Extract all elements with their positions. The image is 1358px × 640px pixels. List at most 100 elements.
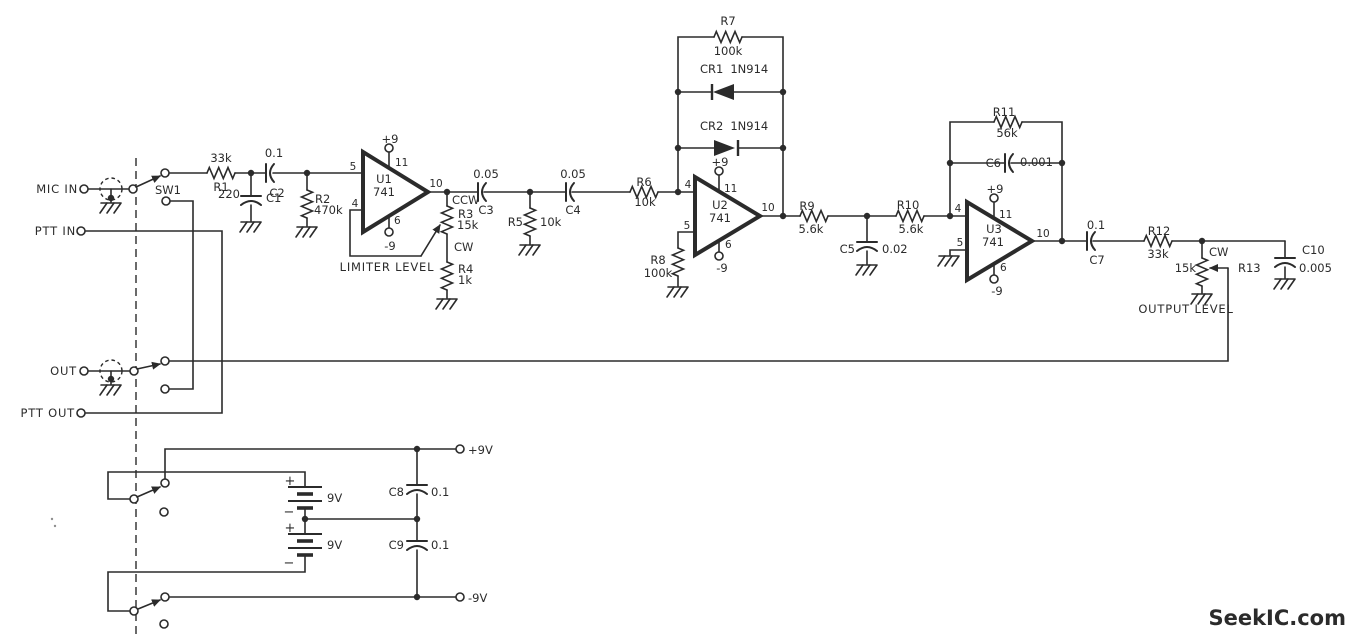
resistor-r5: R5 10k xyxy=(508,207,562,256)
cr2-value: 1N914 xyxy=(730,119,768,133)
out-label: OUT xyxy=(50,364,77,378)
ptt-in-terminal: PTT IN xyxy=(35,224,86,238)
u1-part: 741 xyxy=(373,185,395,199)
u2-pin-top: 4 xyxy=(685,179,692,191)
switch-contact xyxy=(160,168,170,178)
u3-pin-out: 10 xyxy=(1036,228,1049,240)
capacitor-c7: 0.1 C7 xyxy=(1086,218,1105,267)
switch-blade-icon xyxy=(135,175,161,188)
vminus-terminal xyxy=(989,274,999,284)
u3-part: 741 xyxy=(982,235,1004,249)
r13-cw-label: CW xyxy=(1209,245,1228,259)
r10-ref: R10 xyxy=(897,198,920,212)
resistor-r10: R10 5.6k xyxy=(895,198,925,236)
r1-value: 33k xyxy=(210,151,232,165)
u2-pin-vminus: 6 xyxy=(725,239,732,251)
c1-ref: C1 xyxy=(266,191,281,205)
mic-input-jack: MIC IN xyxy=(36,177,123,214)
terminal-circle xyxy=(76,408,86,418)
r3-value: 15k xyxy=(457,218,479,232)
terminal-circle xyxy=(76,226,86,236)
c7-value: 0.1 xyxy=(1087,218,1105,232)
switch-pole xyxy=(129,494,139,504)
opamp-u2: U2 741 4 5 11 6 10 +9 -9 xyxy=(684,155,775,275)
bt2-value: 9V xyxy=(327,538,342,552)
potentiometer-r3: CCW R3 15k CW LIMITER LEVEL xyxy=(340,193,480,274)
r4-ref: R4 xyxy=(458,262,473,276)
capacitor-c5: C5 0.02 xyxy=(840,241,908,276)
r4-value: 1k xyxy=(458,273,472,287)
switch-contact xyxy=(161,196,171,206)
r12-value: 33k xyxy=(1147,247,1169,261)
c6-value: 0.001 xyxy=(1020,155,1053,169)
c5-ref: C5 xyxy=(840,242,855,256)
u3-pin-vplus: 11 xyxy=(999,209,1012,221)
bt2-plus-sign: + xyxy=(285,521,296,536)
c3-ref: C3 xyxy=(478,203,493,217)
r13-value: 15k xyxy=(1175,261,1197,275)
switch-contact xyxy=(160,384,170,394)
limiter-level-label: LIMITER LEVEL xyxy=(340,260,435,274)
c10-value: 0.005 xyxy=(1299,261,1332,275)
switch-blade-icon xyxy=(136,361,161,370)
terminal-circle xyxy=(79,366,89,376)
resistor-r11: R11 56k xyxy=(993,105,1023,140)
c9-value: 0.1 xyxy=(431,538,449,552)
c9-ref: C9 xyxy=(389,538,404,552)
battery-bt1: + 9V − xyxy=(284,474,343,520)
resistor-r6: R6 10k xyxy=(629,175,659,209)
r8-value: 100k xyxy=(644,266,673,280)
switch-pole xyxy=(129,366,139,376)
shielded-connector-icon xyxy=(99,359,123,383)
u3-vminus-label: -9 xyxy=(991,284,1002,298)
u3-ref: U3 xyxy=(986,222,1002,236)
u1-pin-vplus: 11 xyxy=(395,157,408,169)
r5-value: 10k xyxy=(540,215,562,229)
capacitor-c3: 0.05 C3 xyxy=(473,167,499,217)
r2-ref: R2 xyxy=(315,192,330,206)
junction-dot xyxy=(107,375,115,383)
c5-value: 0.02 xyxy=(882,242,908,256)
output-level-label: OUTPUT LEVEL xyxy=(1138,302,1233,316)
r13-ref: R13 xyxy=(1238,261,1261,275)
c2-value: 0.1 xyxy=(265,146,283,160)
bt1-plus-sign: + xyxy=(285,474,296,489)
u2-vminus-label: -9 xyxy=(716,261,727,275)
resistor-r8: R8 100k xyxy=(644,247,689,298)
junction-dot xyxy=(107,194,115,202)
opamp-u3: U3 741 4 5 11 6 10 +9 -9 xyxy=(937,182,1050,298)
u1-vplus-label: +9 xyxy=(382,132,399,146)
plus9v-label: +9V xyxy=(468,443,493,457)
resistor-r2: R2 470k xyxy=(295,189,343,238)
capacitor-c8: C8 0.1 xyxy=(389,484,449,499)
r3-cw-label: CW xyxy=(454,240,473,254)
vminus-terminal xyxy=(714,251,724,261)
switch-contact xyxy=(159,507,169,517)
c3-value: 0.05 xyxy=(473,167,499,181)
ptt-in-label: PTT IN xyxy=(35,224,76,238)
c8-ref: C8 xyxy=(389,485,404,499)
vplus-terminal xyxy=(989,193,999,203)
bt1-minus-sign: − xyxy=(284,505,295,520)
u1-vminus-label: -9 xyxy=(384,239,395,253)
r1-ref: R1 xyxy=(213,180,228,194)
ptt-out-label: PTT OUT xyxy=(20,406,75,420)
r6-ref: R6 xyxy=(636,175,651,189)
c1-value: 220 xyxy=(218,187,240,201)
r8-ref: R8 xyxy=(650,253,665,267)
mic-in-label: MIC IN xyxy=(36,182,78,196)
resistor-r7: R7 100k xyxy=(713,14,743,58)
u1-pin-top: 5 xyxy=(350,161,357,173)
u2-pin-vplus: 11 xyxy=(724,183,737,195)
vplus-output-terminal: +9V xyxy=(455,443,493,457)
r10-value: 5.6k xyxy=(899,222,924,236)
u2-vplus-label: +9 xyxy=(712,155,729,169)
r7-ref: R7 xyxy=(720,14,735,28)
capacitor-c1: 220 C1 xyxy=(218,187,281,233)
r9-ref: R9 xyxy=(799,199,814,213)
r2-value: 470k xyxy=(314,203,343,217)
c7-ref: C7 xyxy=(1089,253,1104,267)
